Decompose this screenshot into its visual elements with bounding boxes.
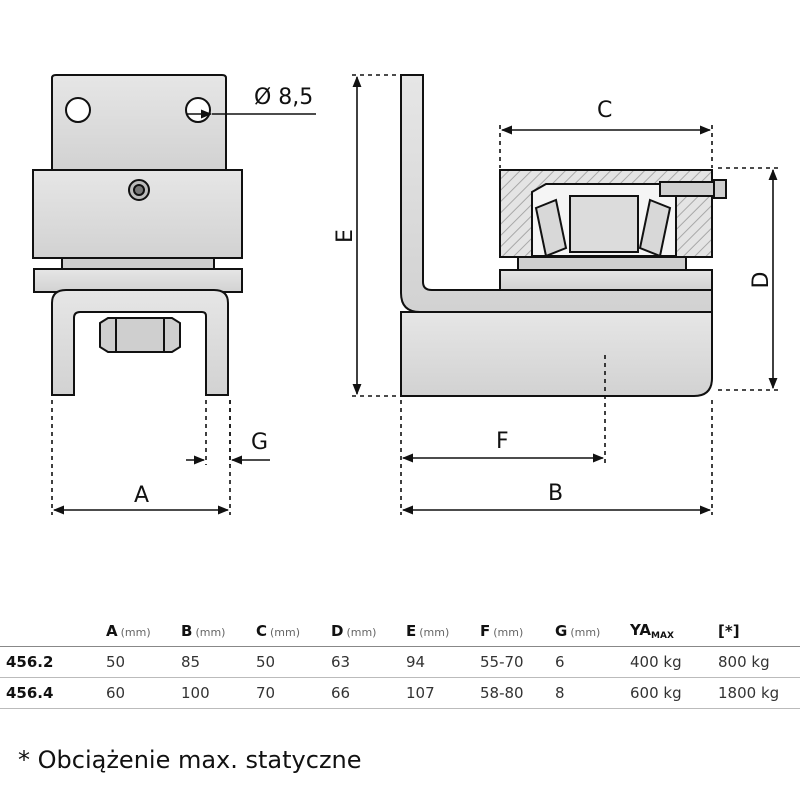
technical-drawing: Ø 8,5 A G <box>32 74 778 515</box>
base-block <box>400 311 713 397</box>
shaft <box>569 195 639 253</box>
inner-flange <box>517 256 687 271</box>
header-c: C(mm) <box>256 622 301 640</box>
table-header-row: A(mm) B(mm) C(mm) D(mm) E(mm) F(mm) G(mm… <box>0 616 800 647</box>
base-plate <box>33 268 243 293</box>
hole-diameter-label: Ø 8,5 <box>254 85 313 110</box>
cell-c: 70 <box>256 684 276 702</box>
lower-plate <box>499 269 713 291</box>
footnote: * Obciążenie max. statyczne <box>18 746 362 774</box>
front-view <box>32 74 243 396</box>
cell-a: 60 <box>106 684 126 702</box>
table-row: 456.2 50 85 50 63 94 55-70 6 400 kg 800 … <box>0 647 800 678</box>
cell-b: 85 <box>181 653 201 671</box>
cell-b: 100 <box>181 684 210 702</box>
dim-c-label: C <box>597 98 612 123</box>
dim-e-label: E <box>333 229 358 243</box>
hex-nut <box>99 317 181 353</box>
dim-a-label: A <box>134 483 149 508</box>
cell-ya-max: 600 kg <box>630 684 682 702</box>
cell-c: 50 <box>256 653 276 671</box>
dim-f-label: F <box>496 429 509 454</box>
roller-right <box>638 198 672 258</box>
mounting-hole-right <box>185 97 211 123</box>
mounting-hole-left <box>65 97 91 123</box>
mounting-plate <box>51 74 227 171</box>
spec-table: A(mm) B(mm) C(mm) D(mm) E(mm) F(mm) G(mm… <box>0 616 800 709</box>
dim-b-label: B <box>548 481 563 506</box>
dim-d-lines <box>718 167 778 391</box>
header-g: G(mm) <box>555 622 601 640</box>
header-a: A(mm) <box>106 622 151 640</box>
u-bracket <box>51 289 229 396</box>
cell-g: 6 <box>555 653 565 671</box>
dim-b-lines <box>401 400 713 515</box>
dim-d-label: D <box>749 272 774 289</box>
dim-f-lines <box>400 355 606 515</box>
cell-f: 58-80 <box>480 684 524 702</box>
header-static-load: [*] <box>718 622 740 640</box>
cell-static-load: 800 kg <box>718 653 770 671</box>
grease-fitting <box>659 181 717 197</box>
header-d: D(mm) <box>331 622 377 640</box>
cell-static-load: 1800 kg <box>718 684 780 702</box>
table-row: 456.4 60 100 70 66 107 58-80 8 600 kg 18… <box>0 678 800 709</box>
cell-ya-max: 400 kg <box>630 653 682 671</box>
cell-g: 8 <box>555 684 565 702</box>
cell-a: 50 <box>106 653 126 671</box>
header-ya-max: YAMAX <box>630 621 674 641</box>
cell-model: 456.4 <box>6 684 54 702</box>
cell-e: 94 <box>406 653 426 671</box>
header-f: F(mm) <box>480 622 524 640</box>
dim-e-lines <box>352 74 398 397</box>
cell-e: 107 <box>406 684 435 702</box>
header-model <box>0 616 106 647</box>
dim-g-lines <box>186 400 270 465</box>
side-view <box>400 74 727 397</box>
cell-d: 63 <box>331 653 351 671</box>
roller-left <box>534 198 568 258</box>
cell-d: 66 <box>331 684 351 702</box>
cell-f: 55-70 <box>480 653 524 671</box>
dim-g-label: G <box>251 430 268 455</box>
dim-c-lines <box>499 125 713 168</box>
header-e: E(mm) <box>406 622 450 640</box>
cell-model: 456.2 <box>6 653 54 671</box>
header-b: B(mm) <box>181 622 226 640</box>
